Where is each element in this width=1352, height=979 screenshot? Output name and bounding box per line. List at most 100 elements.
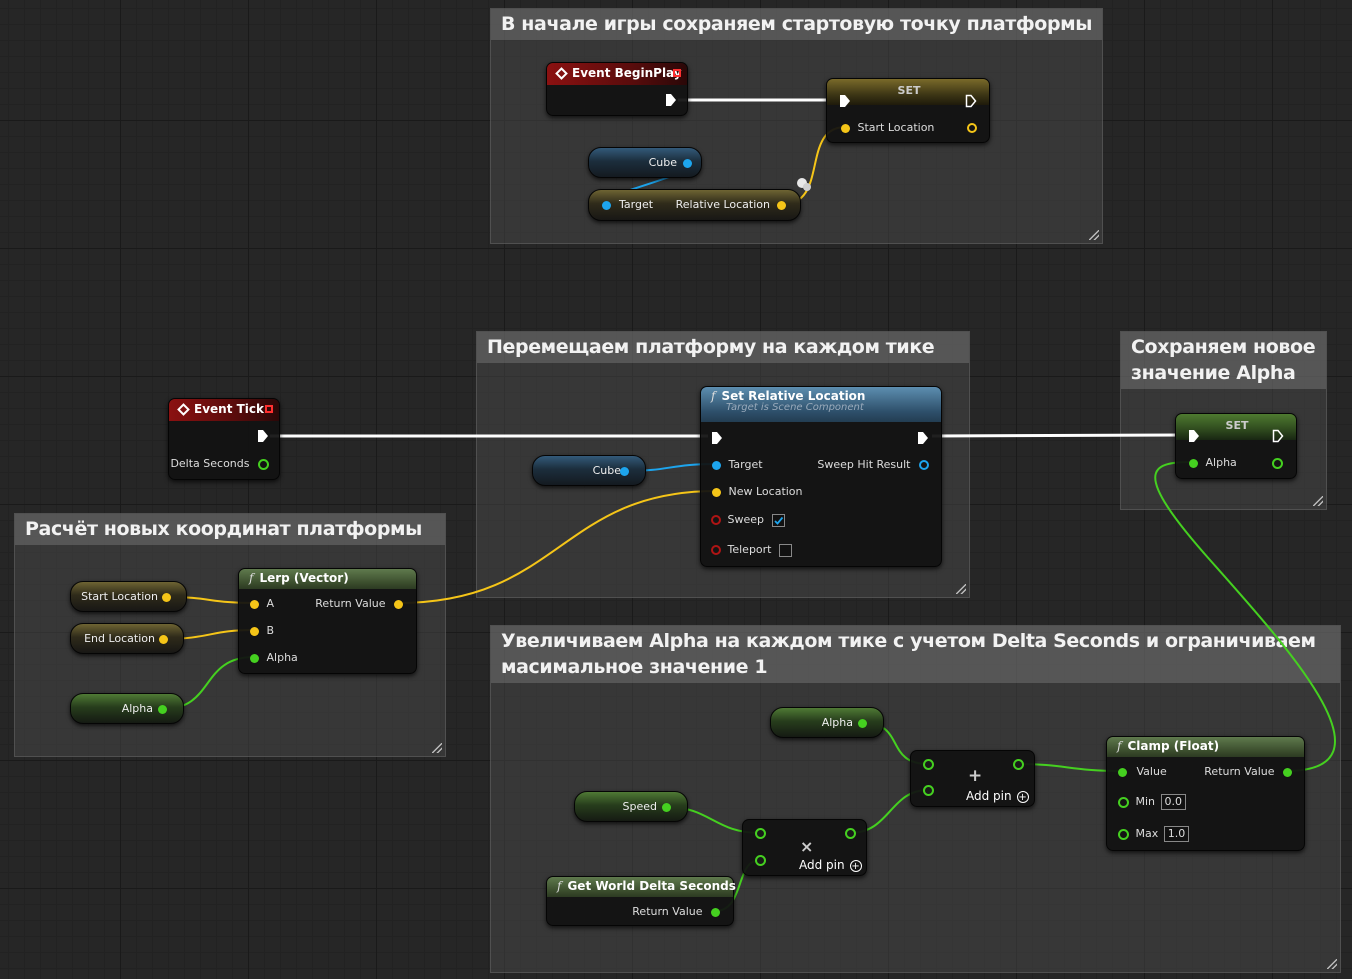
- pin-delta-seconds[interactable]: Delta Seconds: [170, 457, 269, 471]
- float-pin-icon[interactable]: [1189, 458, 1198, 468]
- resize-handle-icon[interactable]: [432, 743, 442, 753]
- max-value-input[interactable]: 1.0: [1163, 826, 1190, 842]
- delegate-pin-icon[interactable]: [673, 69, 681, 77]
- bool-pin-icon[interactable]: [711, 515, 721, 525]
- float-pin-icon[interactable]: [858, 719, 867, 728]
- function-icon: f: [249, 571, 254, 585]
- float-pin-icon[interactable]: [1013, 759, 1024, 770]
- var-node-start-location[interactable]: Start Location: [70, 581, 187, 612]
- vector-pin-icon[interactable]: [777, 201, 786, 210]
- node-set-start-location[interactable]: SET Start Location: [826, 78, 990, 143]
- float-pin-icon[interactable]: [1118, 767, 1127, 777]
- float-pin-icon[interactable]: [1118, 796, 1129, 808]
- pin-sweep[interactable]: Sweep: [711, 513, 785, 527]
- bool-pin-icon[interactable]: [711, 545, 721, 555]
- node-event-beginplay[interactable]: Event BeginPlay: [546, 62, 688, 116]
- exec-out-pin[interactable]: [665, 93, 677, 107]
- pin-value[interactable]: Value: [1118, 765, 1167, 779]
- add-pin-button[interactable]: Add pin+: [966, 789, 1029, 803]
- vector-pin-icon[interactable]: [841, 123, 850, 133]
- sweep-checkbox[interactable]: [771, 513, 785, 527]
- object-pin-icon[interactable]: [620, 467, 629, 476]
- resize-handle-icon[interactable]: [1327, 959, 1337, 969]
- pin-return-value[interactable]: Return Value: [315, 597, 403, 611]
- vector-pin-icon[interactable]: [250, 599, 259, 609]
- var-node-cube[interactable]: Cube: [532, 455, 646, 486]
- float-pin-icon[interactable]: [258, 458, 269, 470]
- delegate-pin-icon[interactable]: [265, 405, 273, 413]
- var-node-alpha[interactable]: Alpha: [770, 707, 884, 738]
- float-pin-icon[interactable]: [250, 653, 259, 663]
- float-pin-icon[interactable]: [923, 759, 934, 770]
- node-set-alpha[interactable]: SET Alpha: [1175, 413, 1297, 479]
- resize-handle-icon[interactable]: [1089, 230, 1099, 240]
- pin-start-location-in[interactable]: Start Location: [841, 121, 934, 135]
- object-pin-icon[interactable]: [602, 201, 611, 210]
- pin-a[interactable]: A: [250, 597, 274, 611]
- pin-alpha-in[interactable]: Alpha: [1189, 456, 1237, 470]
- pin-return-value[interactable]: Return Value: [1204, 765, 1292, 779]
- float-pin-icon[interactable]: [923, 785, 934, 796]
- float-pin-icon[interactable]: [711, 907, 720, 917]
- float-pin-icon[interactable]: [662, 803, 671, 812]
- comment-title: В начале игры сохраняем стартовую точку …: [491, 9, 1102, 40]
- object-pin-icon[interactable]: [712, 460, 721, 470]
- float-pin-icon[interactable]: [755, 855, 766, 866]
- vector-pin-icon[interactable]: [159, 635, 168, 644]
- checkmark-icon: [773, 516, 783, 525]
- exec-in-pin[interactable]: [839, 94, 851, 108]
- float-pin-icon[interactable]: [158, 705, 167, 714]
- node-event-tick[interactable]: Event Tick Delta Seconds: [168, 398, 280, 480]
- vector-pin-icon[interactable]: [394, 599, 403, 609]
- pin-alpha[interactable]: Alpha: [250, 651, 298, 665]
- vector-pin-icon[interactable]: [967, 123, 977, 133]
- resize-handle-icon[interactable]: [1313, 496, 1323, 506]
- function-icon: f: [711, 389, 716, 403]
- pin-start-location-out[interactable]: [967, 121, 977, 135]
- resize-handle-icon[interactable]: [956, 584, 966, 594]
- node-multiply-float[interactable]: × Add pin+: [742, 819, 867, 876]
- vector-pin-icon[interactable]: [250, 626, 259, 636]
- node-get-relative-location[interactable]: Target Relative Location: [588, 189, 801, 221]
- pin-alpha-out[interactable]: [1272, 456, 1283, 470]
- multiply-operator-icon: ×: [800, 837, 814, 856]
- var-node-speed[interactable]: Speed: [574, 791, 688, 822]
- struct-pin-icon[interactable]: [919, 460, 929, 470]
- float-pin-icon[interactable]: [755, 828, 766, 839]
- float-pin-icon[interactable]: [845, 828, 856, 839]
- object-pin-icon[interactable]: [683, 159, 692, 168]
- exec-out-pin[interactable]: [917, 431, 929, 445]
- add-pin-button[interactable]: Add pin+: [799, 858, 862, 872]
- float-pin-icon[interactable]: [1118, 828, 1129, 840]
- pin-target[interactable]: Target: [712, 458, 763, 472]
- exec-in-pin[interactable]: [1188, 429, 1200, 443]
- pin-sweep-hit-result[interactable]: Sweep Hit Result: [817, 458, 929, 472]
- vector-pin-icon[interactable]: [712, 487, 721, 497]
- float-pin-icon[interactable]: [1272, 457, 1283, 469]
- float-pin-icon[interactable]: [1283, 767, 1292, 777]
- vector-pin-icon[interactable]: [162, 593, 171, 602]
- comment-title: Расчёт новых координат платформы: [15, 514, 445, 545]
- min-value-input[interactable]: 0.0: [1160, 794, 1187, 810]
- node-add-float[interactable]: + Add pin+: [910, 750, 1035, 807]
- exec-out-pin[interactable]: [965, 94, 977, 108]
- pin-max[interactable]: Max 1.0: [1118, 826, 1190, 842]
- pin-min[interactable]: Min 0.0: [1118, 794, 1187, 810]
- var-node-cube[interactable]: Cube: [588, 147, 702, 178]
- exec-out-pin[interactable]: [1272, 429, 1284, 443]
- exec-out-pin[interactable]: [257, 429, 269, 443]
- exec-in-pin[interactable]: [711, 431, 723, 445]
- var-node-end-location[interactable]: End Location: [70, 623, 184, 654]
- pin-teleport[interactable]: Teleport: [711, 543, 792, 557]
- var-node-alpha[interactable]: Alpha: [70, 693, 184, 724]
- pin-return-value[interactable]: Return Value: [632, 905, 720, 919]
- pin-b[interactable]: B: [250, 624, 274, 638]
- teleport-checkbox[interactable]: [779, 543, 792, 557]
- function-icon: f: [1117, 739, 1122, 753]
- pin-new-location[interactable]: New Location: [712, 485, 803, 499]
- add-pin-icon: +: [1016, 790, 1029, 803]
